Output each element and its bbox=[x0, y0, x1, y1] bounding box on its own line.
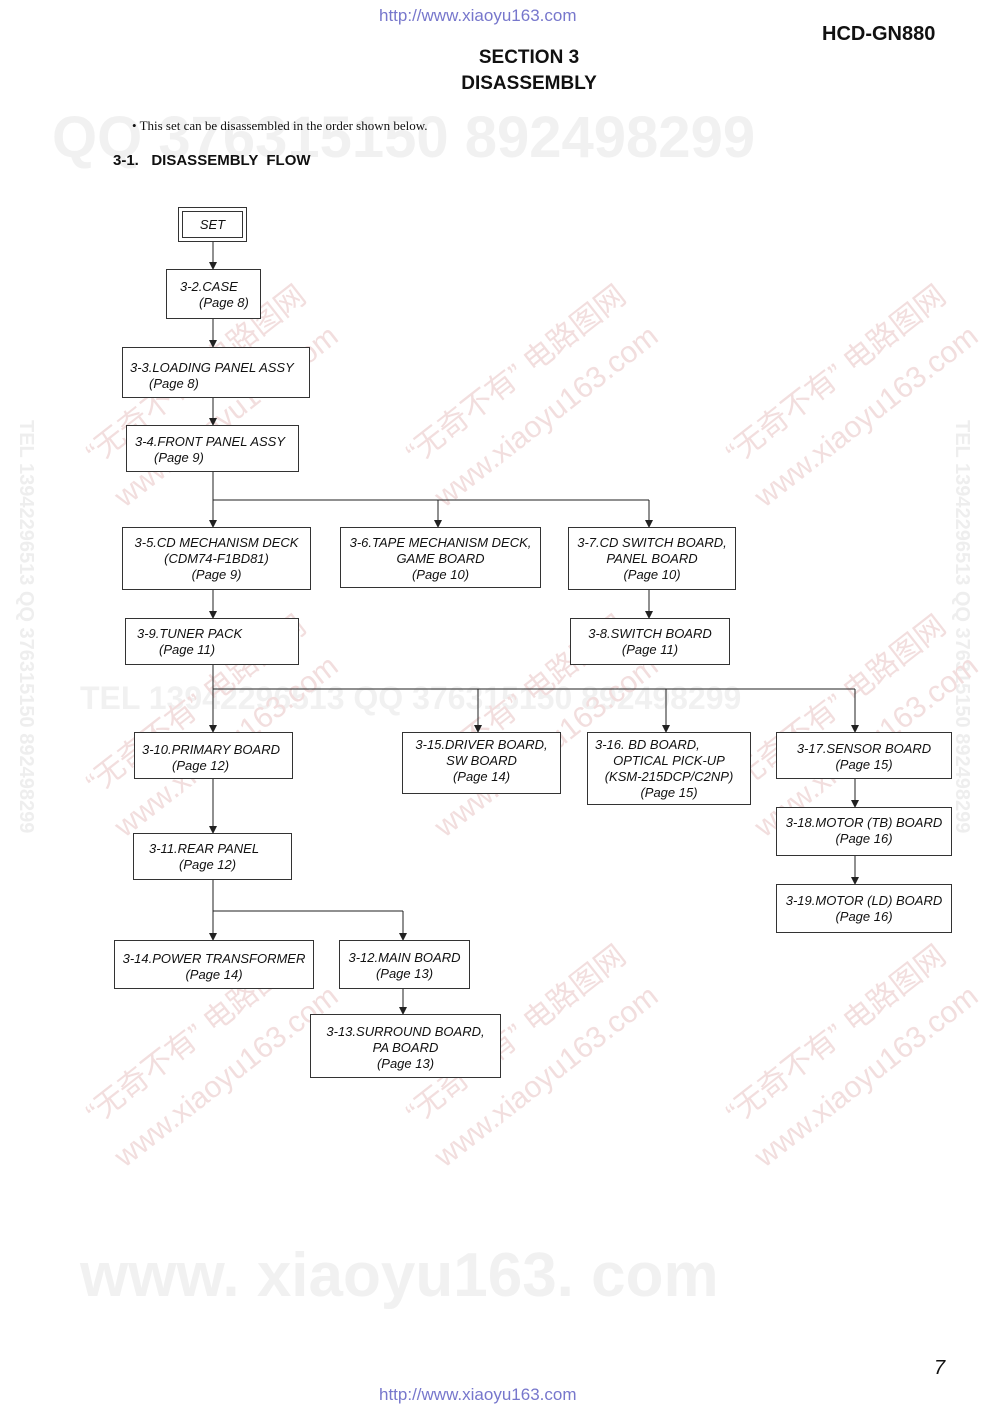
node-case-page: (Page 8) bbox=[199, 295, 249, 310]
node-driver-title: 3-15.DRIVER BOARD, bbox=[415, 737, 548, 752]
node-motorld-page: (Page 16) bbox=[835, 909, 893, 924]
node-tuner-pack: 3-9.TUNER PACK (Page 11) bbox=[125, 618, 299, 665]
node-switch-page: (Page 11) bbox=[621, 642, 679, 657]
node-switch-board: 3-8.SWITCH BOARD (Page 11) bbox=[570, 618, 730, 665]
node-power-page: (Page 14) bbox=[185, 967, 243, 982]
node-main-board: 3-12.MAIN BOARD (Page 13) bbox=[339, 940, 470, 989]
node-switch-title: 3-8.SWITCH BOARD bbox=[588, 626, 712, 641]
watermark-qq: QQ 376315150 892498299 bbox=[52, 105, 756, 170]
section-number: SECTION 3 bbox=[478, 47, 580, 68]
node-case-title: 3-2.CASE bbox=[180, 279, 238, 294]
section-title: SECTION 3 DISASSEMBLY bbox=[379, 45, 679, 97]
watermark-www: www. xiaoyu163. com bbox=[80, 1241, 719, 1310]
node-tuner-title: 3-9.TUNER PACK bbox=[137, 626, 243, 641]
watermark-vertical-right: TEL 13942296513 QQ 376315150 892498299 bbox=[951, 420, 973, 834]
node-bd-model: (KSM-215DCP/C2NP) bbox=[604, 769, 734, 784]
flow-heading: 3-1. DISASSEMBLY FLOW bbox=[113, 152, 311, 169]
node-driver-board: 3-15.DRIVER BOARD, SW BOARD (Page 14) bbox=[402, 732, 561, 794]
node-surround-page: (Page 13) bbox=[376, 1056, 435, 1071]
node-primary-page: (Page 12) bbox=[172, 758, 230, 773]
watermark-vertical-left: TEL 13942296513 QQ 376315150 892498299 bbox=[15, 420, 37, 834]
node-cdswitch-sub: PANEL BOARD bbox=[606, 551, 698, 566]
node-cdmech-page: (Page 9) bbox=[191, 567, 242, 582]
node-motor-ld-board: 3-19.MOTOR (LD) BOARD (Page 16) bbox=[776, 884, 952, 933]
node-primary-title: 3-10.PRIMARY BOARD bbox=[142, 742, 280, 757]
node-loading-panel: 3-3.LOADING PANEL ASSY (Page 8) bbox=[122, 347, 310, 398]
node-sensor-board: 3-17.SENSOR BOARD (Page 15) bbox=[776, 732, 952, 779]
bottom-url-link[interactable]: http://www.xiaoyu163.com bbox=[379, 1385, 577, 1404]
node-cdswitch-page: (Page 10) bbox=[623, 567, 681, 582]
node-driver-sub: SW BOARD bbox=[446, 753, 517, 768]
node-rear-title: 3-11.REAR PANEL bbox=[149, 841, 260, 856]
node-tuner-page: (Page 11) bbox=[159, 642, 216, 657]
node-set: SET bbox=[178, 207, 247, 242]
watermark-tel: TEL 13942296513 QQ 376315150 892498299 bbox=[80, 680, 742, 716]
node-loading-title: 3-3.LOADING PANEL ASSY bbox=[130, 360, 294, 375]
node-cdmech-model: (CDM74-F1BD81) bbox=[164, 551, 269, 566]
node-front-title: 3-4.FRONT PANEL ASSY bbox=[135, 434, 286, 449]
node-front-panel: 3-4.FRONT PANEL ASSY (Page 9) bbox=[126, 425, 299, 472]
node-bd-page: (Page 15) bbox=[640, 785, 698, 800]
node-bd-title: 3-16. BD BOARD, bbox=[595, 737, 700, 752]
node-tape-mechanism: 3-6.TAPE MECHANISM DECK, GAME BOARD (Pag… bbox=[340, 527, 541, 588]
node-surround-sub: PA BOARD bbox=[372, 1040, 439, 1055]
node-primary-board: 3-10.PRIMARY BOARD (Page 12) bbox=[134, 732, 293, 779]
node-tape-sub: GAME BOARD bbox=[396, 551, 485, 566]
node-rear-panel: 3-11.REAR PANEL (Page 12) bbox=[133, 833, 292, 880]
section-name: DISASSEMBLY bbox=[461, 73, 597, 94]
node-sensor-page: (Page 15) bbox=[835, 757, 893, 772]
node-cd-switch: 3-7.CD SWITCH BOARD, PANEL BOARD (Page 1… bbox=[568, 527, 736, 590]
node-motortb-title: 3-18.MOTOR (TB) BOARD bbox=[785, 815, 943, 830]
node-main-page: (Page 13) bbox=[375, 966, 434, 981]
node-rear-page: (Page 12) bbox=[179, 857, 237, 872]
top-url-link[interactable]: http://www.xiaoyu163.com bbox=[379, 6, 577, 25]
node-surround-title: 3-13.SURROUND BOARD, bbox=[326, 1024, 485, 1039]
node-motorld-title: 3-19.MOTOR (LD) BOARD bbox=[785, 893, 943, 908]
node-sensor-title: 3-17.SENSOR BOARD bbox=[796, 741, 932, 756]
node-case: 3-2.CASE (Page 8) bbox=[166, 269, 261, 319]
node-power-title: 3-14.POWER TRANSFORMER bbox=[122, 951, 306, 966]
node-power-transformer: 3-14.POWER TRANSFORMER (Page 14) bbox=[114, 940, 314, 989]
node-bd-sub: OPTICAL PICK-UP bbox=[613, 753, 725, 768]
node-tape-page: (Page 10) bbox=[411, 567, 470, 582]
node-set-label: SET bbox=[199, 216, 226, 232]
node-front-page: (Page 9) bbox=[154, 450, 204, 465]
node-loading-page: (Page 8) bbox=[149, 376, 199, 391]
intro-note: • This set can be disassembled in the or… bbox=[132, 118, 428, 133]
node-cd-mechanism: 3-5.CD MECHANISM DECK (CDM74-F1BD81) (Pa… bbox=[122, 527, 311, 590]
node-main-title: 3-12.MAIN BOARD bbox=[348, 950, 461, 965]
page-number: 7 bbox=[934, 1357, 946, 1379]
node-motortb-page: (Page 16) bbox=[835, 831, 893, 846]
node-motor-tb-board: 3-18.MOTOR (TB) BOARD (Page 16) bbox=[776, 807, 952, 856]
node-tape-title: 3-6.TAPE MECHANISM DECK, bbox=[349, 535, 532, 550]
node-bd-board: 3-16. BD BOARD, OPTICAL PICK-UP (KSM-215… bbox=[587, 732, 751, 805]
node-driver-page: (Page 14) bbox=[452, 769, 511, 784]
model-number: HCD-GN880 bbox=[822, 23, 936, 45]
node-cdswitch-title: 3-7.CD SWITCH BOARD, bbox=[577, 535, 727, 550]
node-cdmech-title: 3-5.CD MECHANISM DECK bbox=[134, 535, 299, 550]
node-surround-board: 3-13.SURROUND BOARD, PA BOARD (Page 13) bbox=[310, 1014, 501, 1078]
